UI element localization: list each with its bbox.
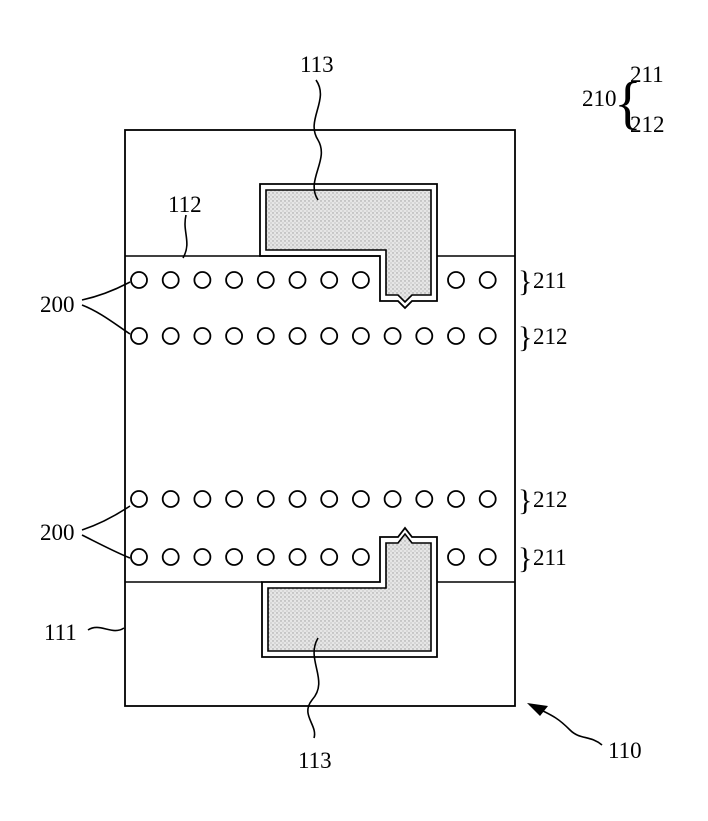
leader-200-lower-a <box>82 506 130 530</box>
via-hole-row-212-bottom <box>416 491 432 507</box>
via-hole-row-212-top <box>416 328 432 344</box>
label-112: 112 <box>168 192 202 217</box>
via-hole-row-211-top <box>353 272 369 288</box>
via-hole-row-211-bottom <box>194 549 210 565</box>
leader-200-upper-a <box>82 282 130 300</box>
label-113-bottom: 113 <box>298 748 332 773</box>
leader-200-upper-b <box>82 305 130 334</box>
via-hole-row-212-top <box>385 328 401 344</box>
via-hole-row-212-top <box>163 328 179 344</box>
via-hole-row-212-bottom <box>385 491 401 507</box>
via-hole-row-212-top <box>258 328 274 344</box>
via-hole-row-212-bottom <box>226 491 242 507</box>
via-hole-row-211-bottom <box>448 549 464 565</box>
label-111: 111 <box>44 620 77 645</box>
label-row-212-bottom: 212 <box>533 487 568 512</box>
label-row-211-top: 211 <box>533 268 567 293</box>
via-hole-row-211-top <box>163 272 179 288</box>
via-hole-row-212-top <box>353 328 369 344</box>
via-hole-row-211-top <box>131 272 147 288</box>
via-hole-row-211-top <box>258 272 274 288</box>
leader-111 <box>88 627 124 630</box>
via-hole-row-212-bottom <box>290 491 306 507</box>
via-hole-row-211-bottom <box>131 549 147 565</box>
label-113-top: 113 <box>300 52 334 77</box>
via-hole-row-212-bottom <box>353 491 369 507</box>
via-hole-row-211-bottom <box>480 549 496 565</box>
via-hole-row-212-bottom <box>131 491 147 507</box>
via-hole-row-212-top <box>194 328 210 344</box>
via-hole-row-211-top <box>290 272 306 288</box>
label-row-212-top: 212 <box>533 324 568 349</box>
via-hole-row-211-bottom <box>258 549 274 565</box>
via-hole-row-212-bottom <box>448 491 464 507</box>
via-hole-row-212-top <box>448 328 464 344</box>
label-legend-212: 212 <box>630 112 665 137</box>
via-hole-row-211-top <box>194 272 210 288</box>
via-hole-row-211-bottom <box>353 549 369 565</box>
label-row-211-bottom: 211 <box>533 545 567 570</box>
via-hole-row-212-top <box>480 328 496 344</box>
via-hole-row-211-top <box>226 272 242 288</box>
via-hole-row-212-bottom <box>321 491 337 507</box>
via-hole-row-211-top <box>321 272 337 288</box>
via-hole-row-212-top <box>131 328 147 344</box>
brace-icon: } <box>518 484 532 517</box>
via-hole-row-212-bottom <box>480 491 496 507</box>
via-hole-row-212-bottom <box>258 491 274 507</box>
via-hole-row-212-top <box>226 328 242 344</box>
leader-200-lower-b <box>82 535 130 558</box>
label-200-upper: 200 <box>40 292 75 317</box>
via-hole-row-211-top <box>480 272 496 288</box>
brace-icon: } <box>518 321 532 354</box>
via-hole-row-212-bottom <box>163 491 179 507</box>
via-hole-row-212-top <box>290 328 306 344</box>
label-200-lower: 200 <box>40 520 75 545</box>
brace-icon: } <box>518 542 532 575</box>
label-legend-211: 211 <box>630 62 664 87</box>
label-legend-210: 210 <box>582 86 617 111</box>
via-hole-row-212-top <box>321 328 337 344</box>
via-hole-row-211-top <box>448 272 464 288</box>
via-hole-row-211-bottom <box>226 549 242 565</box>
label-110: 110 <box>608 738 642 763</box>
arrowhead-110 <box>527 703 548 716</box>
brace-icon: } <box>518 265 532 298</box>
via-hole-row-212-bottom <box>194 491 210 507</box>
via-hole-row-211-bottom <box>321 549 337 565</box>
via-hole-row-211-bottom <box>163 549 179 565</box>
via-hole-row-211-bottom <box>290 549 306 565</box>
